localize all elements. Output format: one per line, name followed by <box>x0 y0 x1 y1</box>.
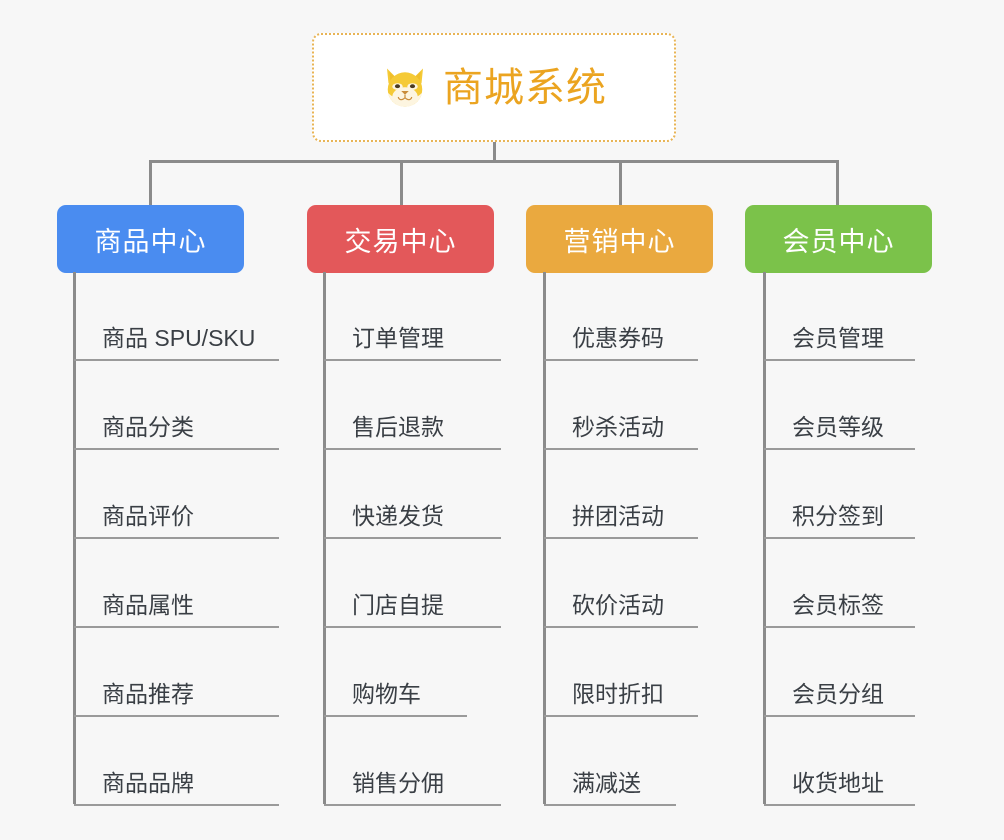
leaf-item-label: 订单管理 <box>352 325 444 352</box>
branch-header-会员中心[interactable]: 会员中心 <box>745 205 932 273</box>
leaf-item[interactable]: 购物车 <box>324 628 467 717</box>
leaf-item[interactable]: 收货地址 <box>764 717 915 806</box>
root-title: 商城系统 <box>443 65 607 110</box>
leaf-item-label: 商品 SPU/SKU <box>102 325 256 352</box>
leaf-item[interactable]: 会员标签 <box>764 539 915 628</box>
connector-drop-1 <box>149 160 152 206</box>
branch-header-营销中心[interactable]: 营销中心 <box>526 205 713 273</box>
connector-drop-3 <box>619 160 622 206</box>
leaf-item[interactable]: 优惠券码 <box>544 272 698 361</box>
connector-root-stem <box>493 142 496 162</box>
leaf-item-label: 会员管理 <box>792 325 884 352</box>
leaf-item-label: 积分签到 <box>792 503 884 530</box>
leaf-item[interactable]: 会员等级 <box>764 361 915 450</box>
leaf-item-label: 会员标签 <box>792 592 884 619</box>
leaf-item[interactable]: 限时折扣 <box>544 628 698 717</box>
leaf-item[interactable]: 会员分组 <box>764 628 915 717</box>
leaf-item-label: 会员分组 <box>792 681 884 708</box>
leaf-item[interactable]: 砍价活动 <box>544 539 698 628</box>
leaf-item-label: 优惠券码 <box>572 325 664 352</box>
branch-header-label: 会员中心 <box>782 226 895 257</box>
branch-header-label: 交易中心 <box>344 226 457 257</box>
branch-column-会员中心: 会员管理 会员等级 积分签到 会员标签 会员分组 收货地址 <box>763 272 915 806</box>
branch-column-交易中心: 订单管理 售后退款 快递发货 门店自提 购物车 销售分佣 <box>323 272 501 806</box>
branch-header-label: 营销中心 <box>563 226 676 257</box>
leaf-item[interactable]: 快递发货 <box>324 450 501 539</box>
leaf-item-label: 会员等级 <box>792 414 884 441</box>
branch-column-营销中心: 优惠券码 秒杀活动 拼团活动 砍价活动 限时折扣 满减送 <box>543 272 698 806</box>
leaf-item-label: 砍价活动 <box>572 592 664 619</box>
leaf-item[interactable]: 商品推荐 <box>74 628 279 717</box>
root-node[interactable]: 商城系统 <box>312 33 676 142</box>
leaf-item-label: 拼团活动 <box>572 503 664 530</box>
leaf-item[interactable]: 销售分佣 <box>324 717 501 806</box>
leaf-item-label: 商品属性 <box>102 592 194 619</box>
leaf-item-label: 限时折扣 <box>572 681 664 708</box>
leaf-item-label: 商品品牌 <box>102 770 194 797</box>
branch-header-交易中心[interactable]: 交易中心 <box>307 205 494 273</box>
leaf-item-label: 商品评价 <box>102 503 194 530</box>
branch-header-商品中心[interactable]: 商品中心 <box>57 205 244 273</box>
leaf-item-label: 收货地址 <box>792 770 884 797</box>
leaf-item[interactable]: 售后退款 <box>324 361 501 450</box>
connector-drop-2 <box>400 160 403 206</box>
branch-header-label: 商品中心 <box>94 226 207 257</box>
leaf-item[interactable]: 门店自提 <box>324 539 501 628</box>
leaf-item[interactable]: 商品属性 <box>74 539 279 628</box>
connector-drop-4 <box>836 160 839 206</box>
leaf-item-label: 销售分佣 <box>352 770 444 797</box>
leaf-item-label: 商品推荐 <box>102 681 194 708</box>
leaf-item-label: 秒杀活动 <box>572 414 664 441</box>
leaf-item-label: 快递发货 <box>352 503 444 530</box>
leaf-item[interactable]: 拼团活动 <box>544 450 698 539</box>
leaf-item[interactable]: 订单管理 <box>324 272 501 361</box>
leaf-item[interactable]: 商品评价 <box>74 450 279 539</box>
leaf-item[interactable]: 秒杀活动 <box>544 361 698 450</box>
shiba-dog-face-icon <box>387 68 423 107</box>
leaf-item[interactable]: 商品品牌 <box>74 717 279 806</box>
leaf-item-label: 售后退款 <box>352 414 444 441</box>
leaf-item[interactable]: 满减送 <box>544 717 676 806</box>
leaf-item[interactable]: 商品分类 <box>74 361 279 450</box>
leaf-item-label: 满减送 <box>572 770 641 797</box>
connector-trunk-bar <box>149 160 839 163</box>
leaf-item[interactable]: 积分签到 <box>764 450 915 539</box>
branch-column-商品中心: 商品 SPU/SKU 商品分类 商品评价 商品属性 商品推荐 商品品牌 <box>73 272 279 806</box>
leaf-item-label: 门店自提 <box>352 592 444 619</box>
leaf-item[interactable]: 会员管理 <box>764 272 915 361</box>
leaf-item-label: 商品分类 <box>102 414 194 441</box>
leaf-item[interactable]: 商品 SPU/SKU <box>74 272 279 361</box>
leaf-item-label: 购物车 <box>352 681 421 708</box>
